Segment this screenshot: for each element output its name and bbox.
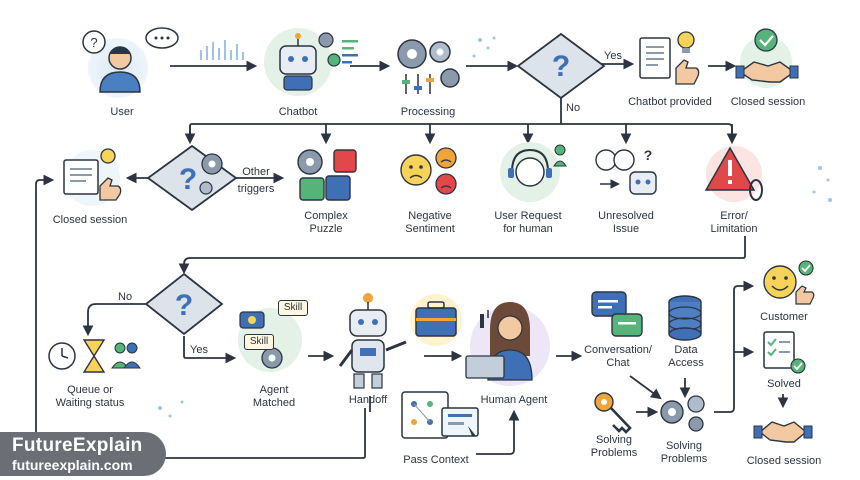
customer-happy-face-icon [763,260,815,305]
closed-session-document-icon [63,148,122,206]
handshake-check-icon [735,28,799,88]
label-solving-left-2: Problems [590,447,638,459]
label-handoff: Handoff [348,394,388,406]
puzzle-gears-icon [297,149,357,201]
conversation-chat-icon [591,291,643,337]
brand-badge: FutureExplain futureexplain.com [0,432,166,476]
label-error-1: Error/ [720,210,748,222]
svg-text:?: ? [644,147,653,163]
negative-sentiment-faces-icon [400,147,457,195]
decorative-dots [158,36,832,418]
label-queue-1: Queue or [67,384,113,396]
solved-checklist-icon [763,331,806,374]
decision-diamond-mid: ? [144,272,224,336]
label-queue-2: Waiting status [55,397,125,409]
unresolved-issue-robot-icon: ? [595,147,657,195]
handoff-robot-icon [338,293,407,389]
brand-url: futureexplain.com [12,457,133,473]
label-user-request-2: for human [503,223,553,235]
label-human-agent: Human Agent [480,394,548,406]
svg-text:?: ? [552,50,570,83]
document-thumbs-up-icon [639,31,700,85]
label-error-2: Limitation [710,223,758,235]
label-user: User [110,106,134,118]
pass-context-document-icon [401,391,479,439]
label-processing: Processing [400,106,456,118]
human-agent-icon [465,302,550,386]
label-negative-2: Sentiment [405,223,455,235]
label-other-triggers-1: Other [242,166,270,178]
briefcase-icon [410,294,462,346]
headset-support-icon [500,142,567,202]
label-complex-2: Puzzle [309,223,343,235]
branch-no-top: No [566,102,581,114]
label-solving-right-1: Solving [665,440,703,452]
brand-name: FutureExplain [12,435,143,456]
decision-diamond-top: ? [516,32,606,100]
decision-diamond-left: ? [146,144,238,212]
label-chatbot: Chatbot [278,106,318,118]
solving-gears-icon [660,395,705,432]
error-warning-icon [704,146,763,202]
label-solved: Solved [767,378,801,390]
label-unresolved-2: Issue [612,223,640,235]
label-chatbot-provided: Chatbot provided [628,96,712,108]
label-negative-1: Negative [408,210,452,222]
label-data-1: Data [674,344,698,356]
label-complex-1: Complex [304,210,348,222]
queue-waiting-icon [48,339,141,373]
label-user-request-1: User Request [494,210,562,222]
user-icon: ? [82,27,179,98]
handshake-bottom-icon [753,421,813,443]
label-conversation-1: Conversation/ [584,344,652,356]
label-solving-right-2: Problems [660,453,708,465]
svg-text:?: ? [90,35,97,50]
key-icon [594,392,632,434]
label-agent-2: Matched [252,397,296,409]
label-closed-session-left: Closed session [52,214,128,226]
chatbot-robot-icon [264,28,358,96]
label-closed-session-bottom: Closed session [746,455,822,467]
label-pass-context: Pass Context [403,454,469,466]
label-conversation-2: Chat [606,357,630,369]
label-customer: Customer [760,311,808,323]
processing-gears-icon [397,39,460,94]
label-data-2: Access [668,357,704,369]
branch-yes-top: Yes [604,50,622,62]
skill-tag-top: Skill [278,300,308,316]
label-agent-1: Agent [259,384,289,396]
label-unresolved-1: Unresolved [598,210,654,222]
branch-no-mid: No [118,291,133,303]
label-other-triggers-2: triggers [237,183,275,195]
skill-tag-bottom: Skill [244,334,274,350]
label-solving-left-1: Solving [595,434,633,446]
label-closed-session-top: Closed session [730,96,806,108]
database-icon [668,295,702,341]
branch-yes-mid: Yes [190,344,208,356]
svg-text:?: ? [175,289,193,322]
svg-text:?: ? [179,163,197,196]
